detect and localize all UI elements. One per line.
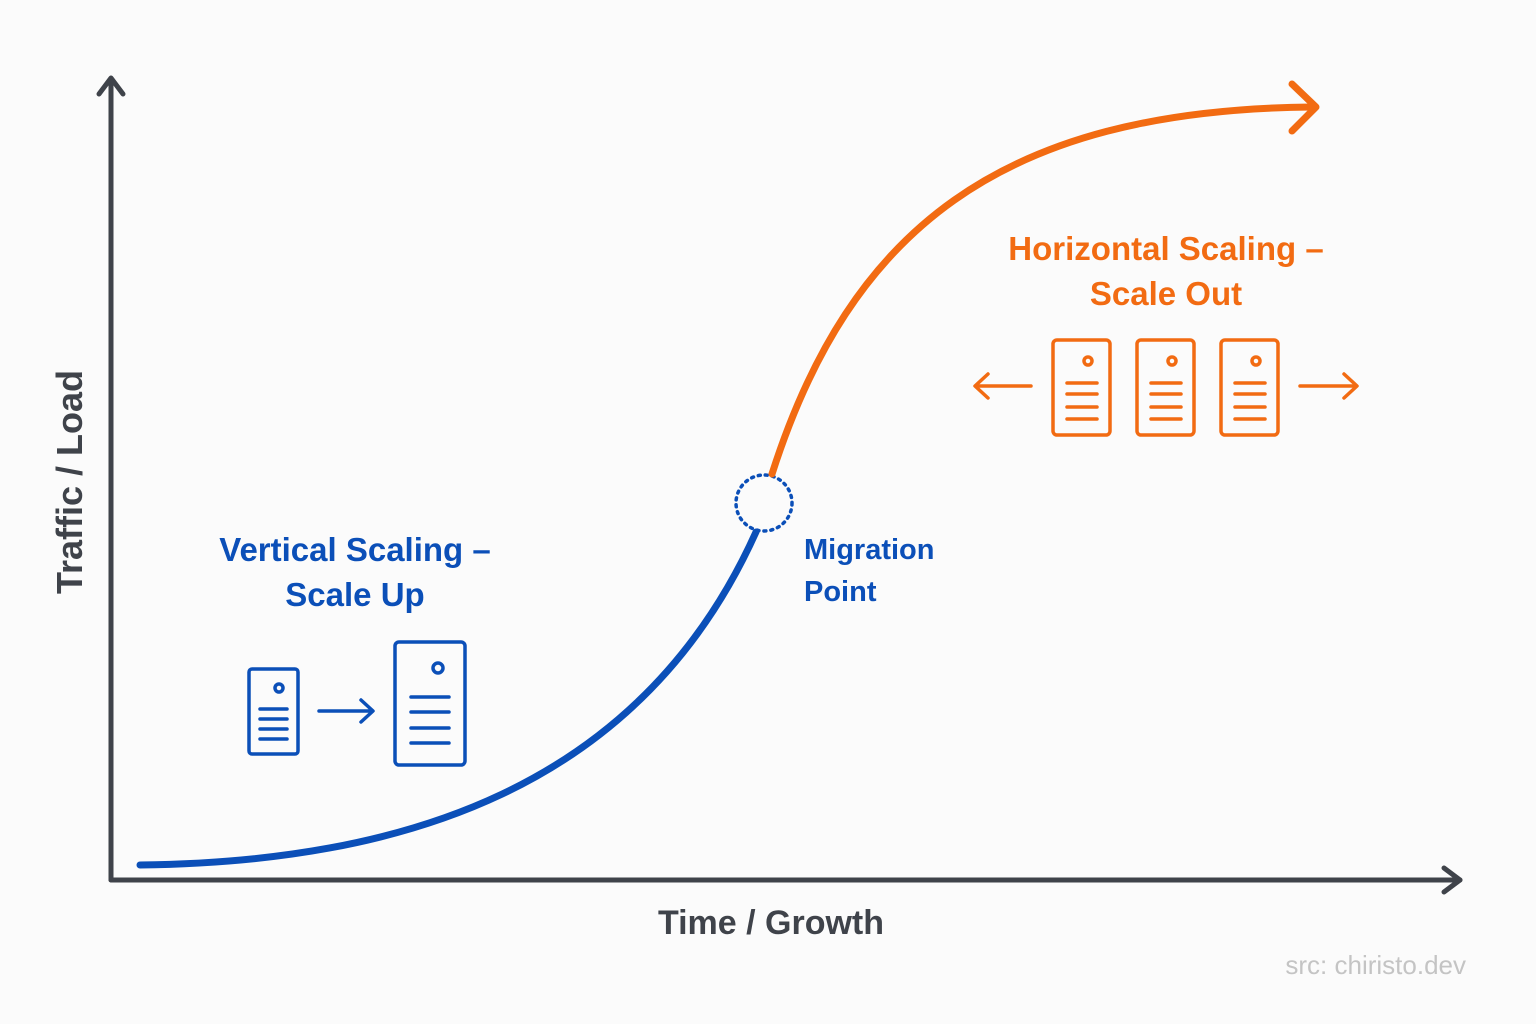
- migration-point-label-2: Point: [804, 576, 877, 608]
- curve-arrowhead: [1288, 80, 1320, 135]
- arrow-right-icon: [317, 698, 375, 724]
- horizontal-scaling-title: Horizontal Scaling –: [1008, 230, 1323, 267]
- vertical-scaling-title: Vertical Scaling –: [219, 531, 490, 568]
- x-axis-label: Time / Growth: [658, 904, 884, 942]
- small-server-icon: [247, 667, 300, 756]
- vertical-scaling-subtitle: Scale Up: [285, 576, 424, 613]
- migration-point-marker: [734, 473, 794, 533]
- y-axis-arrowhead: [96, 75, 126, 97]
- x-axis-arrowhead: [1441, 865, 1463, 895]
- arrow-right-icon: [1298, 372, 1359, 400]
- horizontal-scaling-curve: [768, 103, 1316, 478]
- vertical-scaling-curve: [136, 528, 760, 869]
- y-axis-label: Traffic / Load: [49, 370, 90, 594]
- axes: [96, 75, 1463, 895]
- source-credit: src: chiristo.dev: [1285, 950, 1466, 980]
- large-server-icon: [393, 640, 467, 767]
- server-icon: [1051, 338, 1112, 437]
- server-icon: [1135, 338, 1196, 437]
- arrow-left-icon: [973, 372, 1033, 400]
- migration-point-label-1: Migration: [804, 534, 935, 566]
- horizontal-scaling-subtitle: Scale Out: [1090, 275, 1242, 312]
- server-icon: [1219, 338, 1280, 437]
